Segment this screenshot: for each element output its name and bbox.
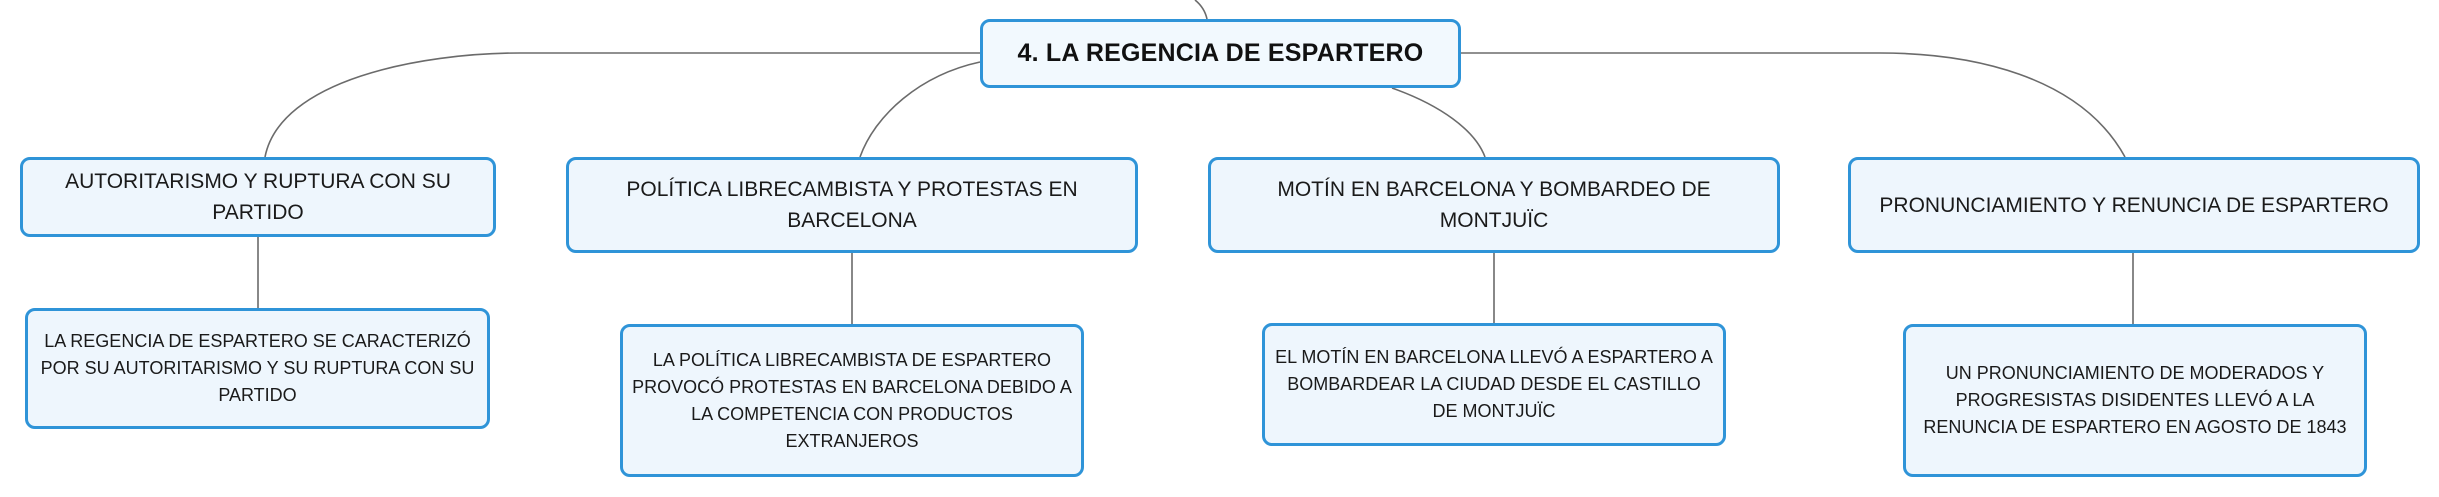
topic-autoritarismo[interactable]: AUTORITARISMO Y RUPTURA CON SU PARTIDO [20,157,496,237]
topic-motin-barcelona[interactable]: MOTÍN EN BARCELONA Y BOMBARDEO DE MONTJU… [1208,157,1780,253]
connector-root-topic-4 [1461,52,2126,158]
detail-politica-librecambista[interactable]: LA POLÍTICA LIBRECAMBISTA DE ESPARTERO P… [620,324,1084,477]
connector-root-topic-1 [264,52,980,158]
detail-pronunciamiento[interactable]: UN PRONUNCIAMIENTO DE MODERADOS Y PROGRE… [1903,324,2367,477]
detail-autoritarismo-text: LA REGENCIA DE ESPARTERO SE CARACTERIZÓ … [40,331,475,405]
detail-motin-barcelona[interactable]: EL MOTÍN EN BARCELONA LLEVÓ A ESPARTERO … [1262,323,1726,446]
topic-autoritarismo-label: AUTORITARISMO Y RUPTURA CON SU PARTIDO [65,170,451,224]
detail-pronunciamiento-text: UN PRONUNCIAMIENTO DE MODERADOS Y PROGRE… [1923,363,2347,437]
topic-politica-librecambista-label: POLÍTICA LIBRECAMBISTA Y PROTESTAS EN BA… [626,178,1078,232]
topic-motin-barcelona-label: MOTÍN EN BARCELONA Y BOMBARDEO DE MONTJU… [1277,178,1711,232]
detail-autoritarismo[interactable]: LA REGENCIA DE ESPARTERO SE CARACTERIZÓ … [25,308,490,429]
connector-root-topic-3 [1391,87,1486,158]
detail-politica-librecambista-text: LA POLÍTICA LIBRECAMBISTA DE ESPARTERO P… [632,349,1072,451]
topic-pronunciamiento-label: PRONUNCIAMIENTO Y RENUNCIA DE ESPARTERO [1879,193,2389,217]
connector-root-topic-2 [859,61,981,158]
topic-politica-librecambista[interactable]: POLÍTICA LIBRECAMBISTA Y PROTESTAS EN BA… [566,157,1138,253]
central-topic-label: 4. LA REGENCIA DE ESPARTERO [1017,39,1424,67]
central-topic[interactable]: 4. LA REGENCIA DE ESPARTERO [980,19,1461,88]
detail-motin-barcelona-text: EL MOTÍN EN BARCELONA LLEVÓ A ESPARTERO … [1275,347,1713,421]
connector-root-parent [1194,0,1208,20]
topic-pronunciamiento[interactable]: PRONUNCIAMIENTO Y RENUNCIA DE ESPARTERO [1848,157,2420,253]
